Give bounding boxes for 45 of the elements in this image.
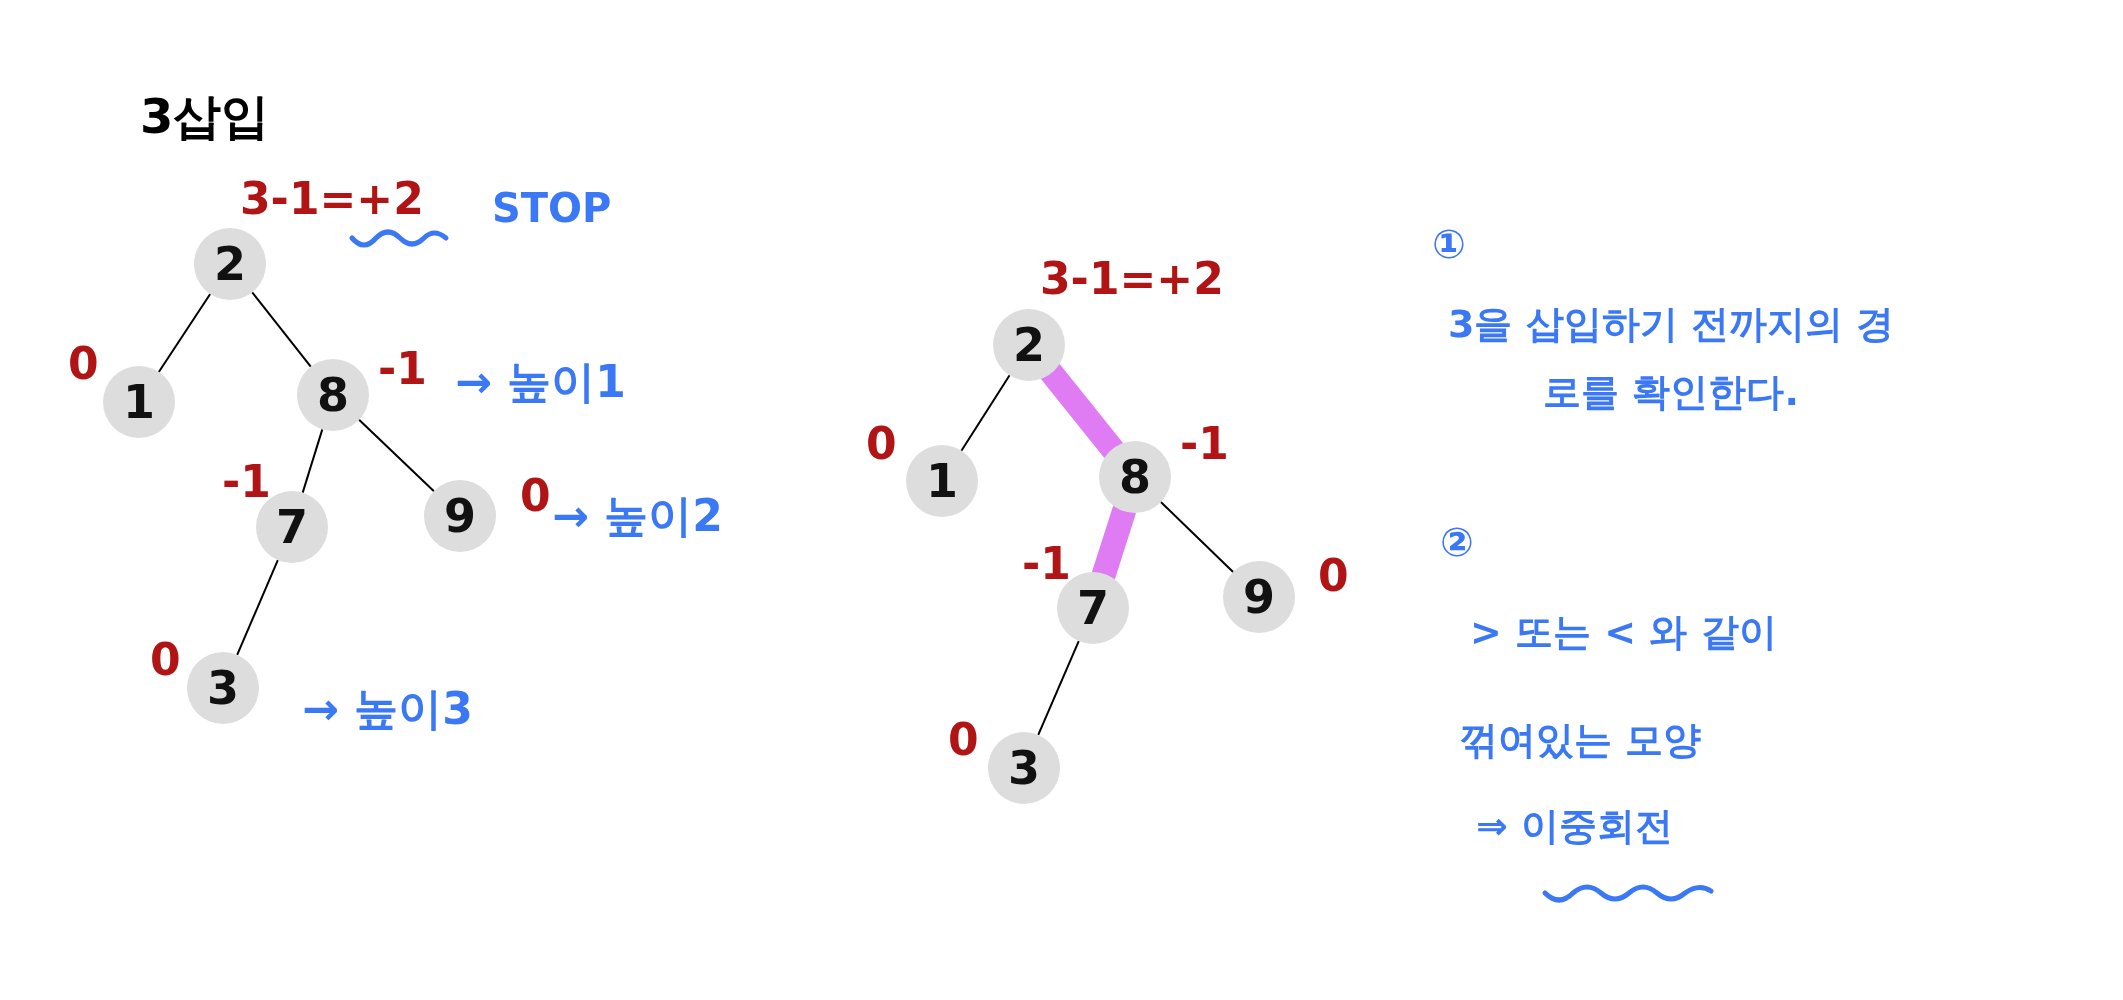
node-value: 7 xyxy=(1077,581,1109,635)
balance-factor: 0 xyxy=(948,716,979,765)
tree-edge xyxy=(1159,501,1235,573)
note-text: 꺾여있는 모양 xyxy=(1460,720,1702,762)
tree-edge xyxy=(301,428,324,494)
tree-edge xyxy=(251,291,312,368)
node-value: 2 xyxy=(214,237,246,291)
node-value: 2 xyxy=(1013,318,1045,372)
stop-note: STOP xyxy=(492,186,612,230)
height-note: → 높이3 xyxy=(302,685,473,734)
title: 3삽입 xyxy=(140,90,270,143)
node-value: 8 xyxy=(317,368,349,422)
note-text: ⇒ 이중회전 xyxy=(1476,806,1674,848)
tree-node-circle xyxy=(297,359,369,431)
note-text: 3을 삽입하기 전까지의 경로를 확인한다. xyxy=(1446,301,1896,417)
tree-edge xyxy=(358,418,435,493)
tree-node-circle xyxy=(1099,441,1171,513)
height-note: → 높이1 xyxy=(455,358,626,407)
balance-factor: 0 xyxy=(68,340,99,389)
balance-factor: -1 xyxy=(1022,540,1071,589)
node-value: 1 xyxy=(123,375,155,429)
node-value: 3 xyxy=(207,661,239,715)
tree-edge xyxy=(157,293,212,373)
node-value: 9 xyxy=(1243,570,1275,624)
balance-factor: 0 xyxy=(520,472,551,521)
balance-factor: 3-1=+2 xyxy=(1040,255,1224,304)
balance-factor: 0 xyxy=(1318,552,1349,601)
node-value: 3 xyxy=(1008,741,1040,795)
node-value: 9 xyxy=(444,489,476,543)
node-value: 1 xyxy=(926,454,958,508)
balance-factor: -1 xyxy=(1180,420,1229,469)
step-number: ① xyxy=(1432,222,1466,266)
tree-edge xyxy=(1037,640,1080,736)
balance-factor: -1 xyxy=(222,458,271,507)
node-value: 8 xyxy=(1119,450,1151,504)
tree-edge xyxy=(960,374,1011,452)
tree-edge xyxy=(236,559,279,656)
node-value: 7 xyxy=(276,500,308,554)
balance-factor: 3-1=+2 xyxy=(240,175,424,224)
note-text: > 또는 < 와 같이 xyxy=(1470,612,1777,654)
balance-factor: 0 xyxy=(866,420,897,469)
height-note: → 높이2 xyxy=(552,492,723,541)
balance-factor: 0 xyxy=(150,636,181,685)
balance-factor: -1 xyxy=(378,345,427,394)
step-number: ② xyxy=(1440,520,1474,564)
